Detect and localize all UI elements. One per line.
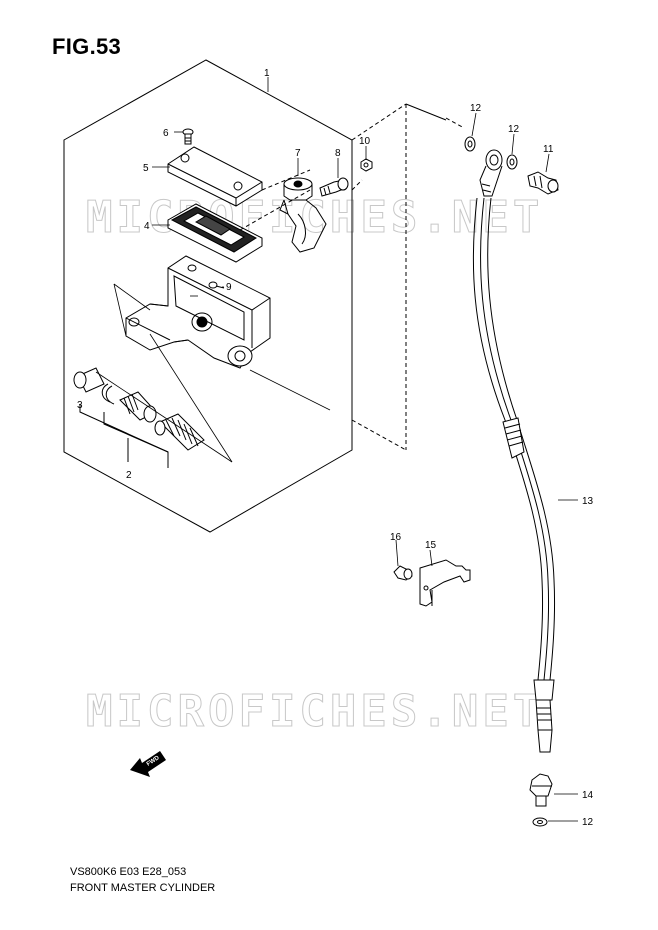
piston-set [73, 367, 205, 451]
bolt-8 [319, 177, 349, 197]
callout-2: 2 [126, 470, 132, 481]
callout-8: 8 [335, 148, 341, 159]
figure-caption: FRONT MASTER CYLINDER [70, 882, 216, 894]
union-bolt-14 [529, 773, 553, 807]
callout-5: 5 [143, 163, 149, 174]
callout-7: 7 [295, 148, 301, 159]
callout-16: 16 [390, 532, 402, 543]
callout-12-top-left: 12 [470, 103, 482, 114]
washer-12-bottom [532, 817, 548, 827]
piston-brackets [79, 404, 169, 468]
assembly-outline [63, 59, 353, 533]
master-cylinder-body [125, 255, 271, 369]
callout-12-bottom: 12 [582, 817, 594, 828]
callout-12-top-right: 12 [508, 124, 520, 135]
watermark-bottom: MICROFICHES.NET [85, 686, 544, 738]
watermark-top: MICROFICHES.NET [85, 192, 544, 244]
brake-hose [472, 149, 556, 753]
washer-12-top-left [464, 136, 476, 152]
callout-6: 6 [163, 128, 169, 139]
callout-4: 4 [144, 221, 150, 232]
figure-code: VS800K6 E03 E28_053 [70, 866, 187, 878]
bolt-16 [393, 565, 413, 581]
callout-14: 14 [582, 790, 594, 801]
guide-lines [95, 283, 331, 463]
callout-13: 13 [582, 496, 594, 507]
union-bolt-11 [527, 171, 559, 195]
diaphragm [167, 203, 263, 263]
callout-15: 15 [425, 540, 437, 551]
callout-9: 9 [226, 282, 232, 293]
nut-10 [360, 158, 373, 172]
forward-direction-arrow: FWD [130, 751, 166, 777]
hose-bracket-15 [419, 559, 471, 607]
handlebar-clamp [279, 177, 327, 253]
leader-lines [152, 77, 578, 822]
callout-11: 11 [543, 144, 554, 155]
washer-12-top-right [506, 154, 518, 170]
screw-9 [208, 281, 225, 289]
dashed-guides [239, 103, 465, 451]
callout-3: 3 [77, 400, 83, 411]
callout-1: 1 [264, 68, 270, 79]
screw-6 [182, 128, 194, 145]
figure-title: FIG.53 [52, 34, 122, 59]
callout-10: 10 [359, 136, 371, 147]
reservoir-cap [167, 146, 263, 207]
